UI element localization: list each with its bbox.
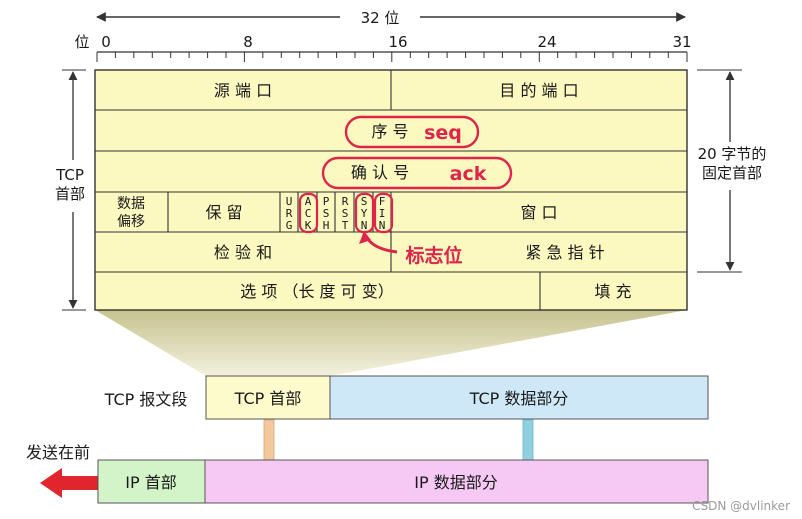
tcp-segment-header-label: TCP 首部 <box>234 389 302 408</box>
field-data-offset-line2: 偏移 <box>117 214 145 230</box>
field-ack-number: 确 认 号 <box>351 163 409 182</box>
flag-psh: P S H <box>323 195 330 232</box>
highlights: seq ack 标志位 <box>298 115 513 267</box>
funnel-shape <box>95 310 687 376</box>
flag-fin-char-1: F <box>379 195 386 208</box>
field-window: 窗 口 <box>520 203 557 222</box>
ack-tag: ack <box>450 163 487 185</box>
ip-data-box <box>204 459 709 504</box>
tcp-segment: TCP 报文段 TCP 首部 TCP 数据部分 <box>104 375 709 420</box>
flag-rst-char-1: R <box>342 195 349 208</box>
fixed-header-label-line1: 20 字节的 <box>698 145 767 163</box>
flag-rst: R S T <box>342 195 349 232</box>
tick-label-0: 0 <box>101 33 111 51</box>
field-options: 选 项 （长 度 可 变） <box>240 282 393 301</box>
flag-urg-char-3: G <box>286 219 293 232</box>
send-first-label: 发送在前 <box>26 443 90 462</box>
tick-label-16: 16 <box>388 33 407 51</box>
tcp-segment-label: TCP 报文段 <box>104 390 188 409</box>
flag-urg-char-2: R <box>286 207 293 220</box>
bit-ruler: 32 位 位 0 8 16 24 31 <box>74 9 692 62</box>
flag-fin-char-3: N <box>379 219 386 232</box>
fixed-header-label-line2: 固定首部 <box>702 164 762 182</box>
ip-packet: 发送在前 IP 首部 IP 数据部分 <box>26 443 709 504</box>
tcp-segment-header-box <box>205 375 331 420</box>
ip-header-label: IP 首部 <box>125 473 176 492</box>
send-first-arrow <box>40 468 98 498</box>
watermark: CSDN @dvlinker <box>692 499 790 513</box>
fin-flag-highlight <box>373 192 394 234</box>
flag-urg-char-1: U <box>286 195 293 208</box>
field-checksum: 检 验 和 <box>214 243 272 262</box>
seq-tag: seq <box>424 122 462 144</box>
tcp-header-label-line1: TCP <box>55 166 84 184</box>
flag-fin-char-2: I <box>379 207 386 220</box>
flag-callout-label: 标志位 <box>405 244 462 267</box>
flag-syn-char-3: N <box>361 219 368 232</box>
flag-psh-char-2: S <box>323 207 330 220</box>
bit-unit-label: 位 <box>74 33 89 51</box>
field-data-offset-line1: 数据 <box>117 196 145 212</box>
tcp-header-table: 源 端 口 目 的 端 口 序 号 确 认 号 数据 偏移 保 留 窗 口 检 … <box>94 69 688 311</box>
fixed-header-span: 20 字节的 固定首部 <box>697 69 767 273</box>
tcp-segment-data-box <box>329 375 709 420</box>
ack-flag-highlight <box>298 192 319 234</box>
flag-ack: A C K <box>305 195 312 232</box>
flag-rst-char-3: T <box>342 219 349 232</box>
flag-urg: U R G <box>286 195 293 232</box>
seq-highlight-box <box>344 115 480 149</box>
field-destination-port: 目 的 端 口 <box>499 81 578 100</box>
field-sequence-number: 序 号 <box>371 122 408 141</box>
flag-syn: S Y N <box>361 195 368 232</box>
tick-label-31: 31 <box>672 33 691 51</box>
width-label: 32 位 <box>361 9 400 27</box>
flag-fin: F I N <box>379 195 386 232</box>
flag-ack-char-1: A <box>305 195 312 208</box>
flag-ack-char-3: K <box>305 219 312 232</box>
ack-highlight-box <box>321 156 513 190</box>
flag-rst-char-2: S <box>342 207 349 220</box>
flag-syn-char-2: Y <box>361 207 368 220</box>
flag-psh-char-3: H <box>323 219 330 232</box>
ruler-ticks <box>96 52 688 62</box>
field-urgent-pointer: 紧 急 指 针 <box>525 243 604 262</box>
tcp-header-span: TCP 首部 <box>55 69 86 311</box>
tick-label-8: 8 <box>243 33 253 51</box>
flag-psh-char-1: P <box>323 195 330 208</box>
tcp-segment-data-label: TCP 数据部分 <box>469 389 569 408</box>
field-reserved: 保 留 <box>205 203 242 222</box>
field-source-port: 源 端 口 <box>214 81 272 100</box>
flag-ack-char-2: C <box>305 207 312 220</box>
tcp-header-label-line2: 首部 <box>55 185 85 203</box>
field-padding: 填 充 <box>594 282 631 301</box>
ip-data-label: IP 数据部分 <box>414 473 497 492</box>
ip-header-box <box>97 459 206 504</box>
tick-label-24: 24 <box>537 33 556 51</box>
flag-syn-char-1: S <box>361 195 368 208</box>
